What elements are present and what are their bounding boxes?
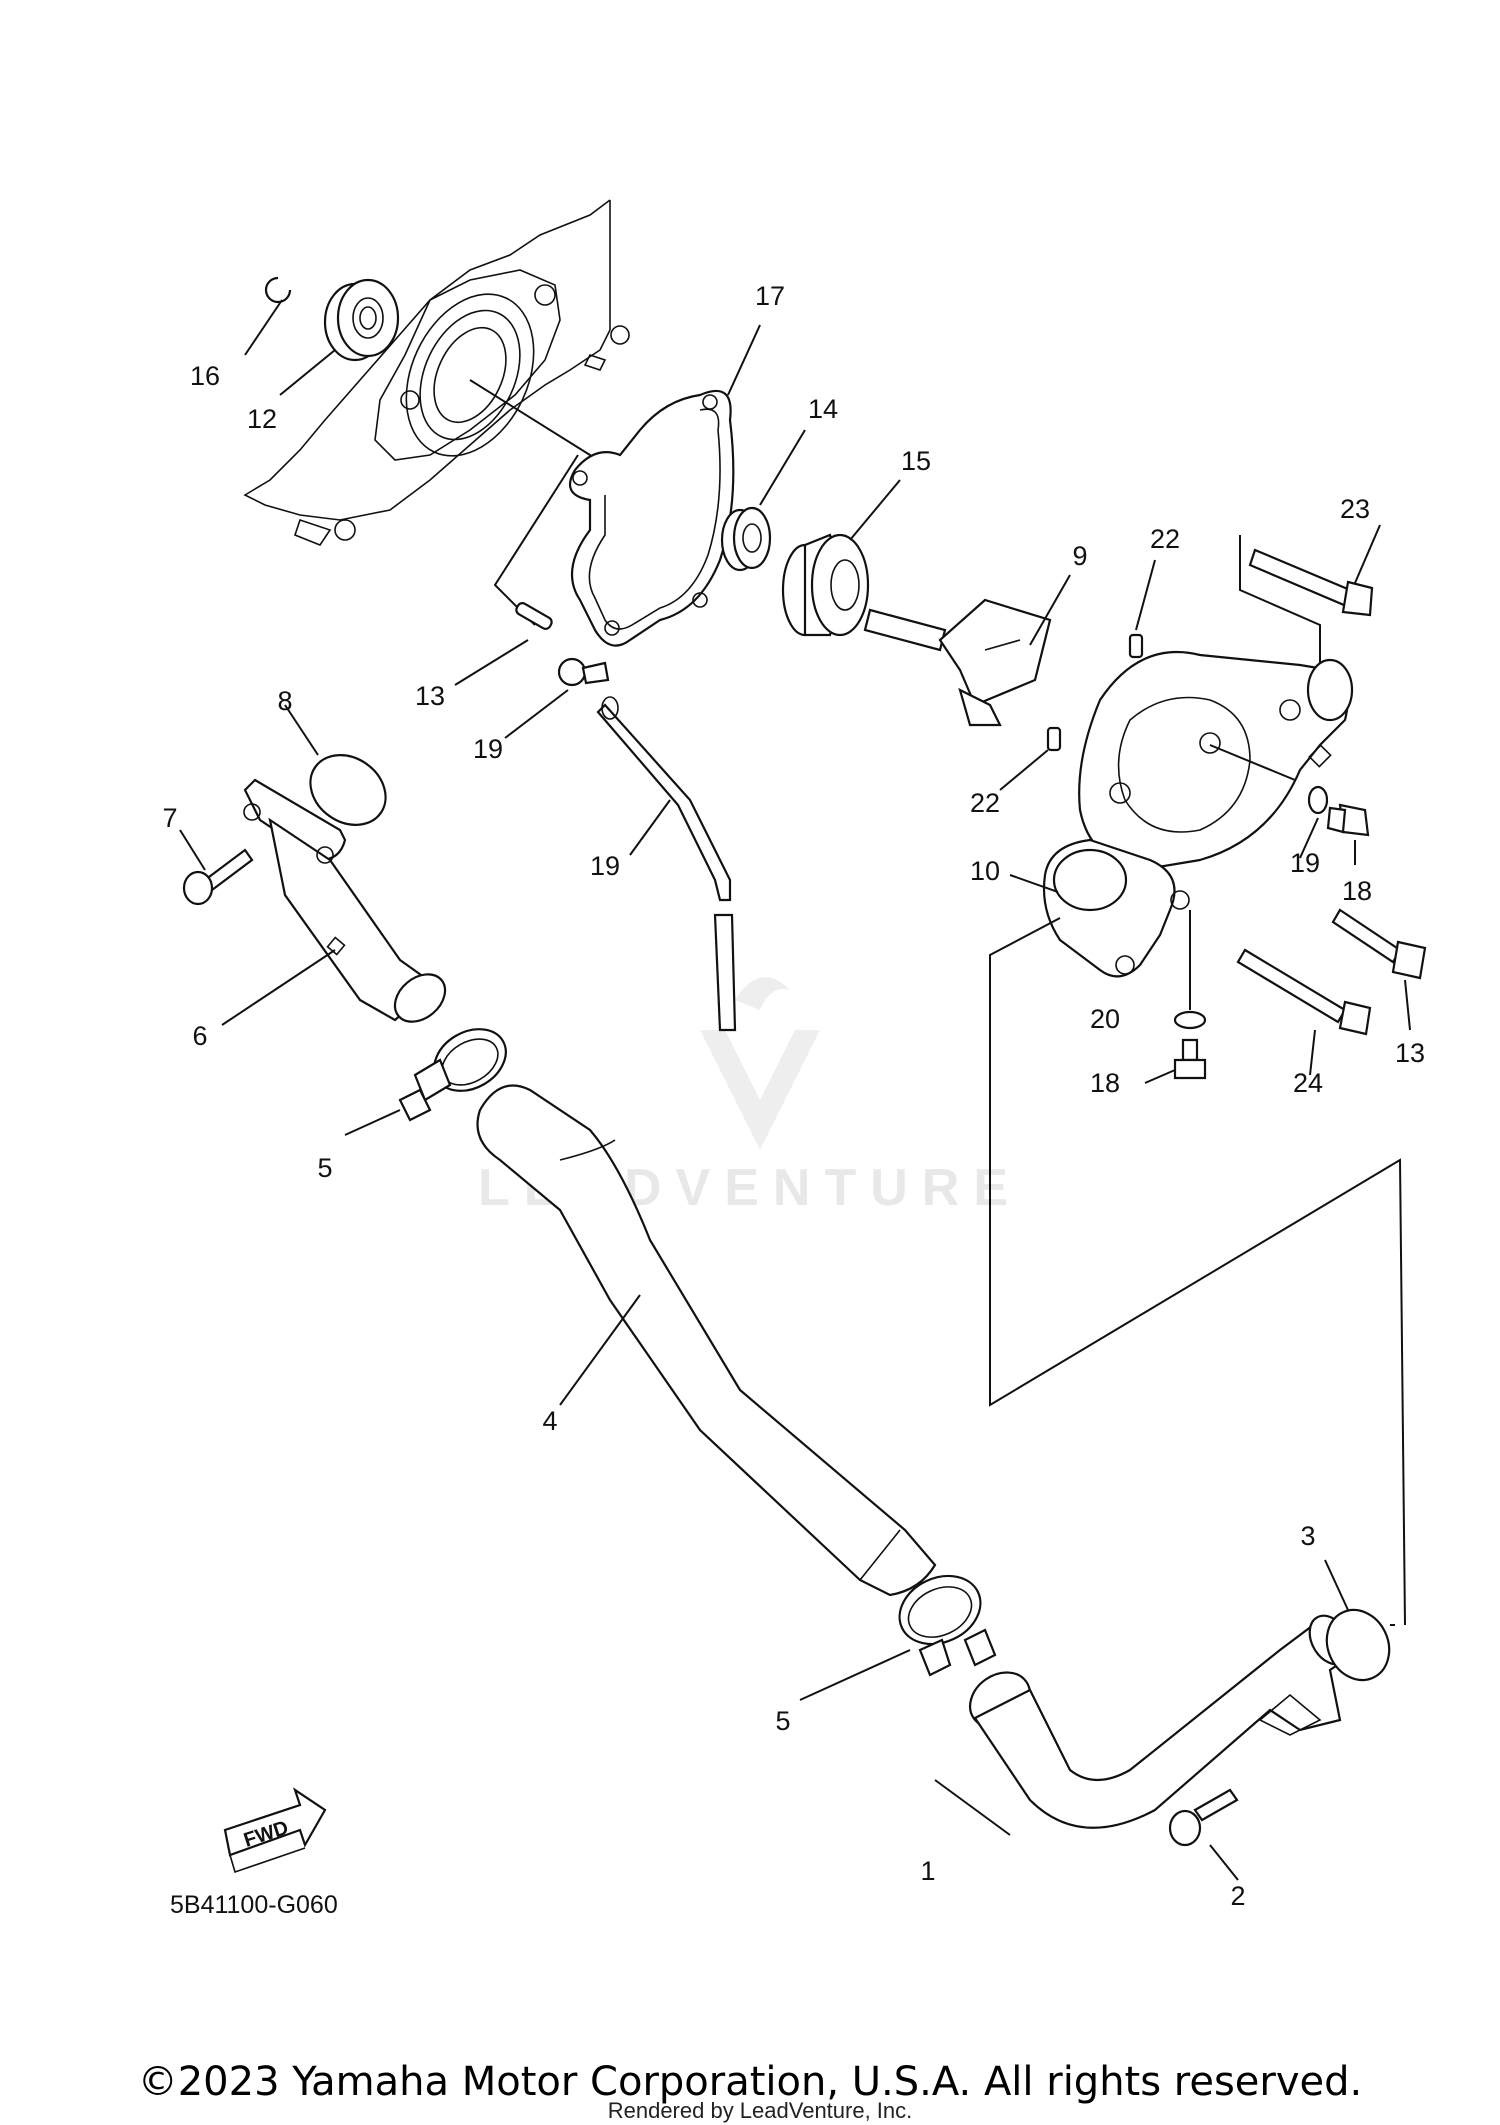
- copyright-notice: ©2023 Yamaha Motor Corporation, U.S.A. A…: [138, 2059, 1363, 2105]
- drawing-code: 5B41100-G060: [170, 1891, 338, 1919]
- part-7-bolt: 7: [162, 803, 254, 906]
- rendered-by-notice: Rendered by LeadVenture, Inc.: [608, 2098, 913, 2123]
- svg-text:13: 13: [415, 681, 445, 711]
- part-17-gasket: 17: [568, 281, 785, 647]
- part-13-dowel-pin: 13: [415, 454, 579, 711]
- svg-text:19: 19: [473, 734, 503, 764]
- part-2-bolt: 2: [1168, 1788, 1246, 1911]
- svg-text:16: 16: [190, 361, 220, 391]
- svg-text:18: 18: [1342, 876, 1372, 906]
- svg-text:17: 17: [755, 281, 785, 311]
- part-4-radiator-hose: 4: [476, 1084, 937, 1597]
- svg-text:2: 2: [1230, 1881, 1245, 1911]
- svg-text:9: 9: [1072, 541, 1087, 571]
- svg-text:14: 14: [808, 394, 838, 424]
- svg-text:12: 12: [247, 404, 277, 434]
- part-1-water-pipe: 1: [920, 1614, 1352, 1886]
- svg-text:19: 19: [590, 851, 620, 881]
- part-20-breather-hose: 19: [590, 696, 737, 1032]
- part-18-bolts: 18 18: [1090, 803, 1372, 1098]
- part-21-hose-clamp: 19: [473, 657, 610, 764]
- part-22-dowel-pins: 22 22: [970, 524, 1180, 818]
- crankcase-cover: [243, 199, 630, 546]
- svg-text:10: 10: [970, 856, 1000, 886]
- svg-text:13: 13: [1395, 1038, 1425, 1068]
- part-10-housing-cover: 10: [970, 838, 1190, 978]
- reference-lines: [989, 917, 1406, 1626]
- part-24-bolt: 24: [1236, 948, 1372, 1098]
- part-11-bolt: 13: [1331, 908, 1427, 1068]
- svg-text:5: 5: [775, 1706, 790, 1736]
- part-5-hose-clamp-upper: 5: [317, 1028, 507, 1183]
- fwd-arrow-icon: FWD: [223, 1787, 327, 1874]
- watermark-logo-icon: [700, 1030, 820, 1150]
- svg-text:15: 15: [901, 446, 931, 476]
- svg-text:22: 22: [1150, 524, 1180, 554]
- svg-text:4: 4: [542, 1406, 557, 1436]
- svg-text:8: 8: [277, 686, 292, 716]
- svg-text:1: 1: [920, 1856, 935, 1886]
- svg-text:7: 7: [162, 803, 177, 833]
- part-15-mechanical-seal: 15: [781, 446, 931, 637]
- svg-text:18: 18: [1090, 1068, 1120, 1098]
- part-8-o-ring: 8: [277, 686, 387, 826]
- pump-housing: [1078, 650, 1354, 872]
- part-19-washers: 19 20: [1090, 785, 1329, 1034]
- svg-text:23: 23: [1340, 494, 1370, 524]
- svg-text:3: 3: [1300, 1521, 1315, 1551]
- part-6-water-pipe: 6: [192, 778, 447, 1051]
- svg-text:19: 19: [1290, 848, 1320, 878]
- svg-text:22: 22: [970, 788, 1000, 818]
- part-16-circlip: 16: [190, 276, 292, 391]
- part-5-hose-clamp-lower: 5: [775, 1574, 997, 1736]
- svg-text:5: 5: [317, 1153, 332, 1183]
- svg-text:20: 20: [1090, 1004, 1120, 1034]
- part-12-bearing: 12: [247, 278, 400, 434]
- part-9-impeller: 9: [863, 541, 1088, 727]
- part-14-oil-seal: 14: [720, 394, 838, 572]
- leader-shaft: [469, 379, 599, 461]
- svg-text:24: 24: [1293, 1068, 1323, 1098]
- part-3-o-ring: 3: [1300, 1521, 1391, 1682]
- svg-text:6: 6: [192, 1021, 207, 1051]
